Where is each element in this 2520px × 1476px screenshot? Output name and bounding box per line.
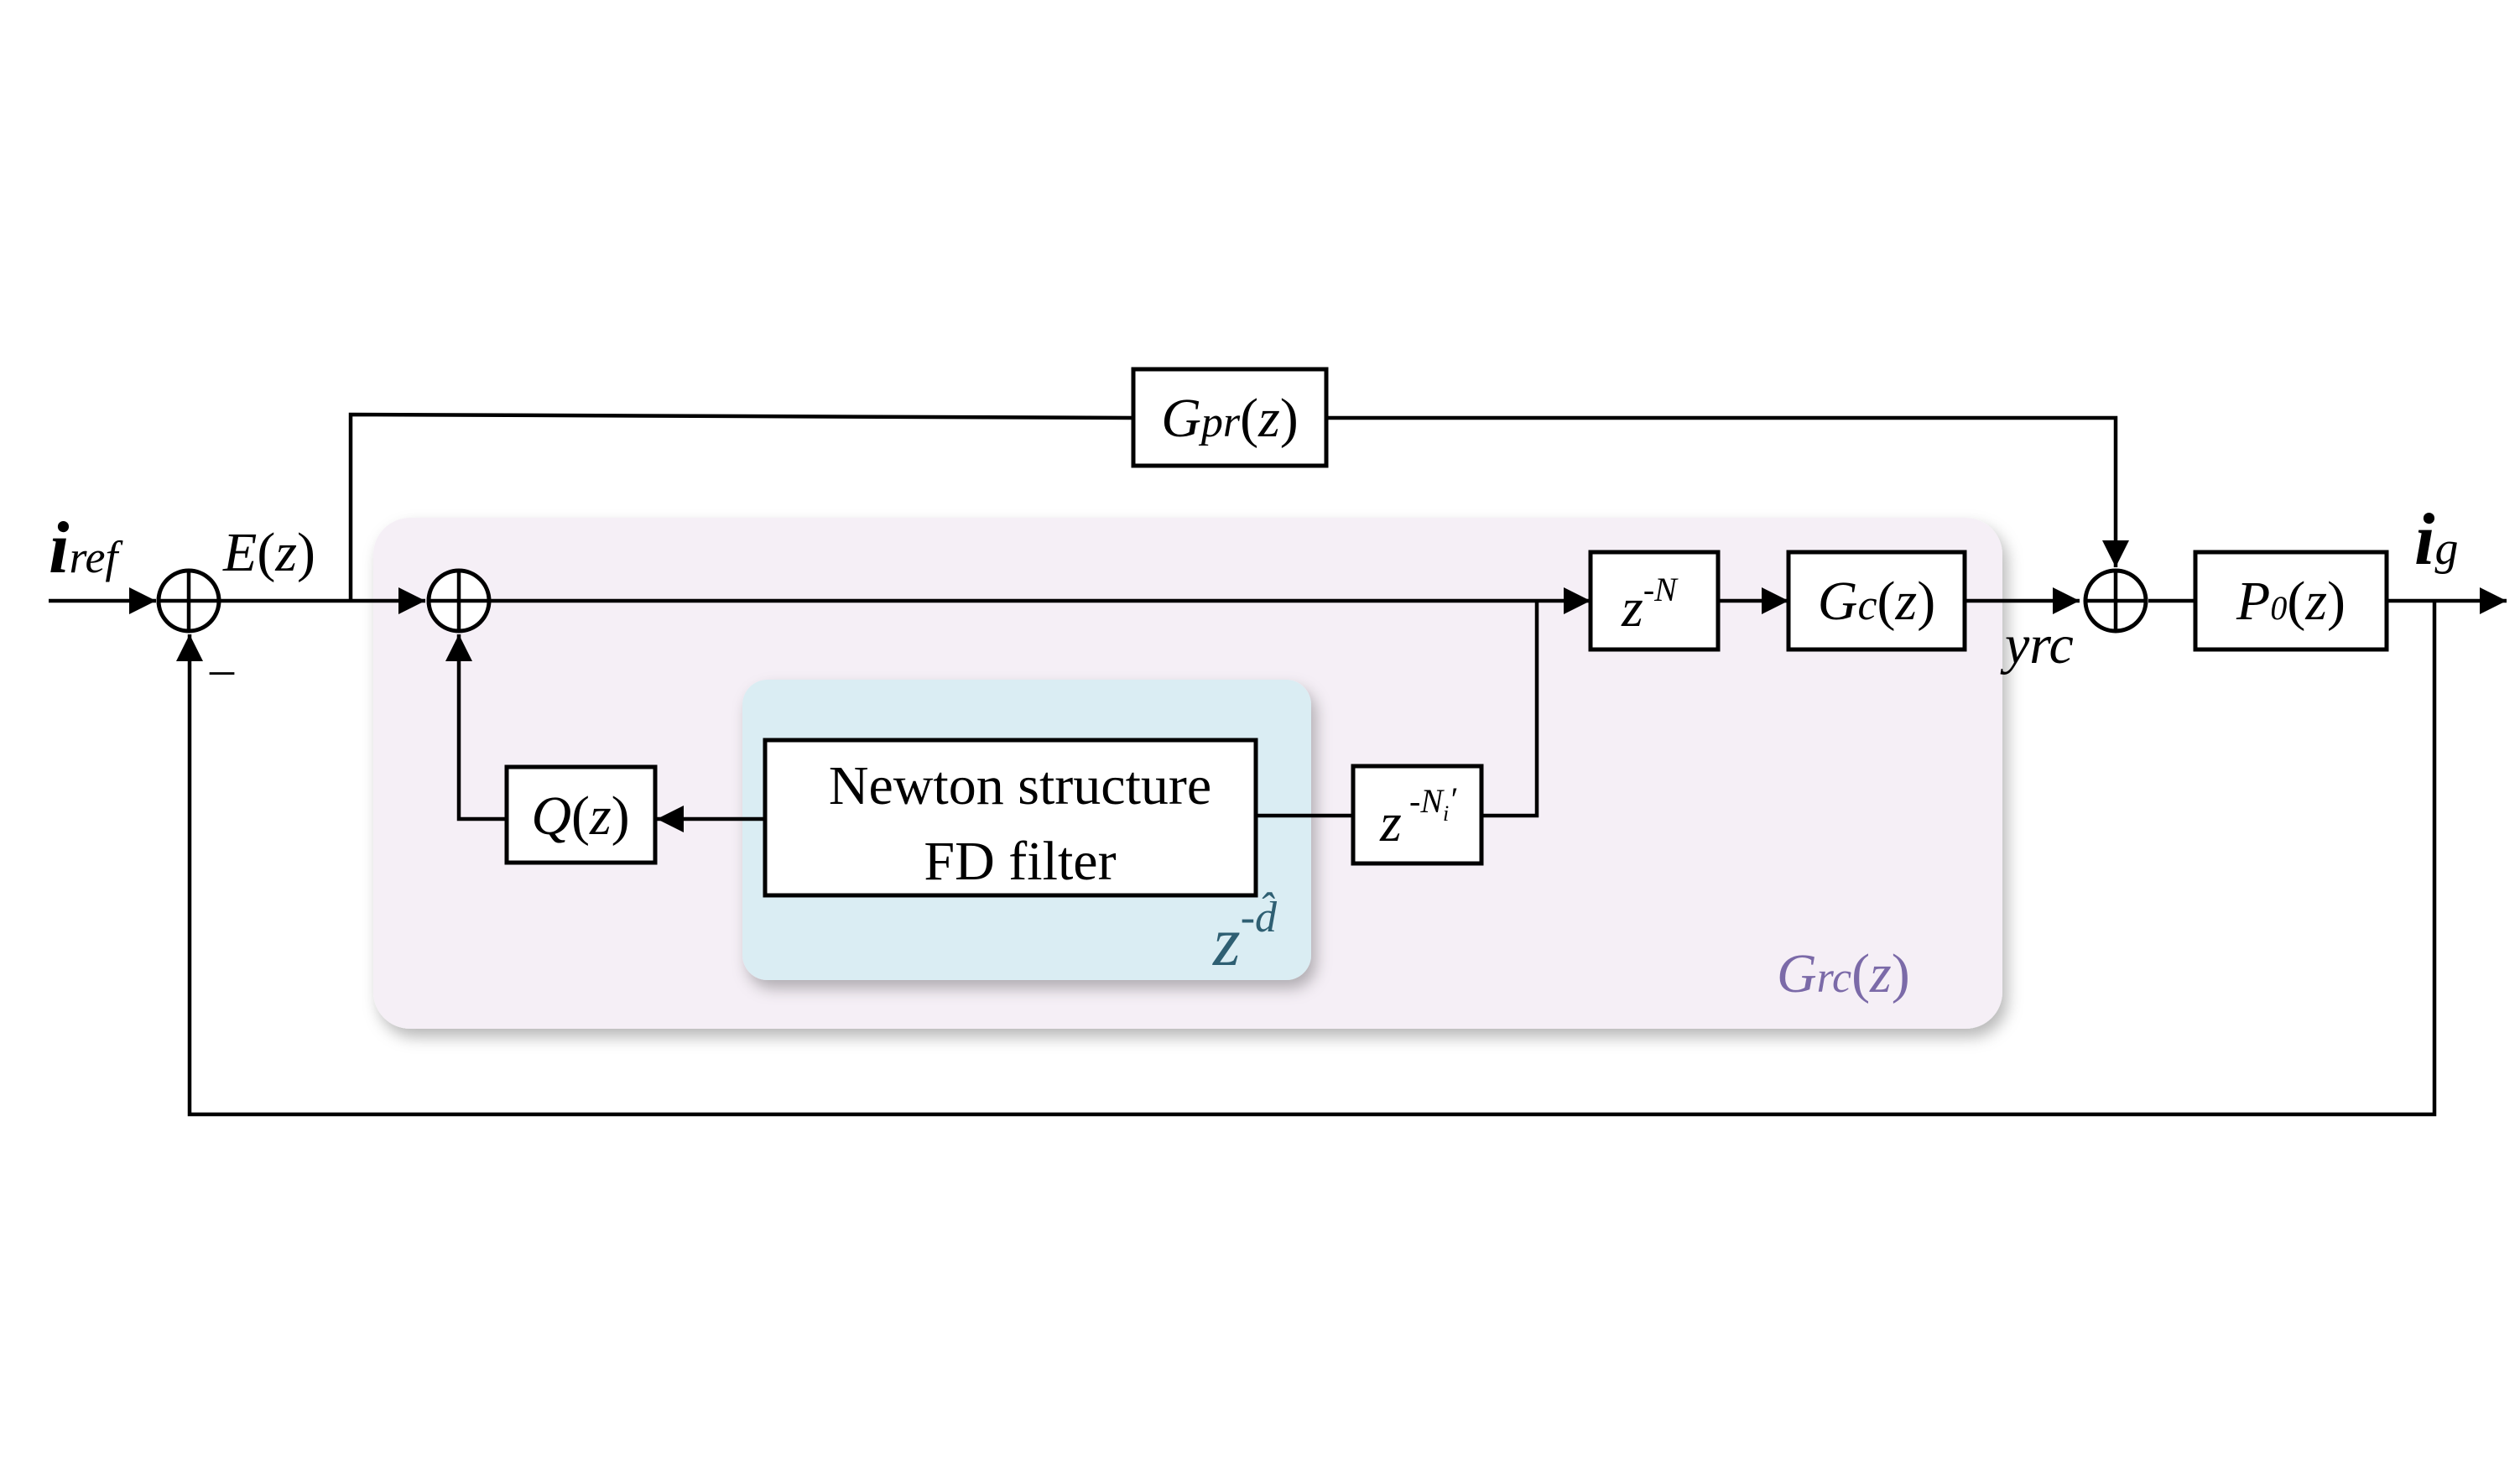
svg-text:Gpr(z): Gpr(z)	[1161, 388, 1299, 449]
fd-region-label: z-d̂	[1212, 891, 1278, 981]
output-summing-junction	[2083, 568, 2148, 634]
newton-fd-filter-block: Newton structure FD filter	[763, 738, 1258, 898]
svg-text:-Ni′: -Ni′	[1409, 780, 1457, 826]
wire-branch-to-delay-ni	[1481, 601, 1539, 818]
input-iref-label: iref	[49, 508, 123, 589]
outer-summing-junction	[156, 568, 221, 634]
feedback-minus-sign: –	[209, 641, 235, 696]
error-label: E(z)	[222, 522, 315, 583]
wire-gpr-to-outer-sum	[1326, 415, 2129, 567]
svg-text:z-N: z-N	[1621, 571, 1679, 639]
gc-block: Gc(z)	[1786, 550, 1967, 652]
delay-n-block: z-N	[1588, 550, 1721, 652]
svg-text:z: z	[1379, 792, 1402, 853]
delay-ni-block: z -Ni′	[1351, 764, 1484, 866]
svg-text:Q(z): Q(z)	[531, 785, 629, 847]
wire-feedback	[176, 601, 2437, 1117]
inner-summing-junction	[426, 568, 492, 634]
p0-block: P0(z)	[2193, 550, 2389, 652]
yrc-label: yrc	[2000, 614, 2074, 675]
newton-label-line1: Newton structure	[829, 755, 1211, 816]
wire-q-to-inner-sum	[445, 634, 507, 821]
q-block: Q(z)	[504, 764, 658, 865]
gpr-block: Gpr(z)	[1131, 367, 1329, 468]
newton-label-line2: FD filter	[924, 831, 1116, 892]
svg-text:Gc(z): Gc(z)	[1818, 571, 1935, 632]
output-ig-label: ig	[2414, 499, 2458, 581]
signal-wires	[49, 412, 2507, 1117]
wire-error-to-gpr	[348, 412, 1134, 601]
grc-region-label: Grc(z)	[1777, 943, 1910, 1004]
svg-text:P0(z): P0(z)	[2236, 571, 2346, 632]
